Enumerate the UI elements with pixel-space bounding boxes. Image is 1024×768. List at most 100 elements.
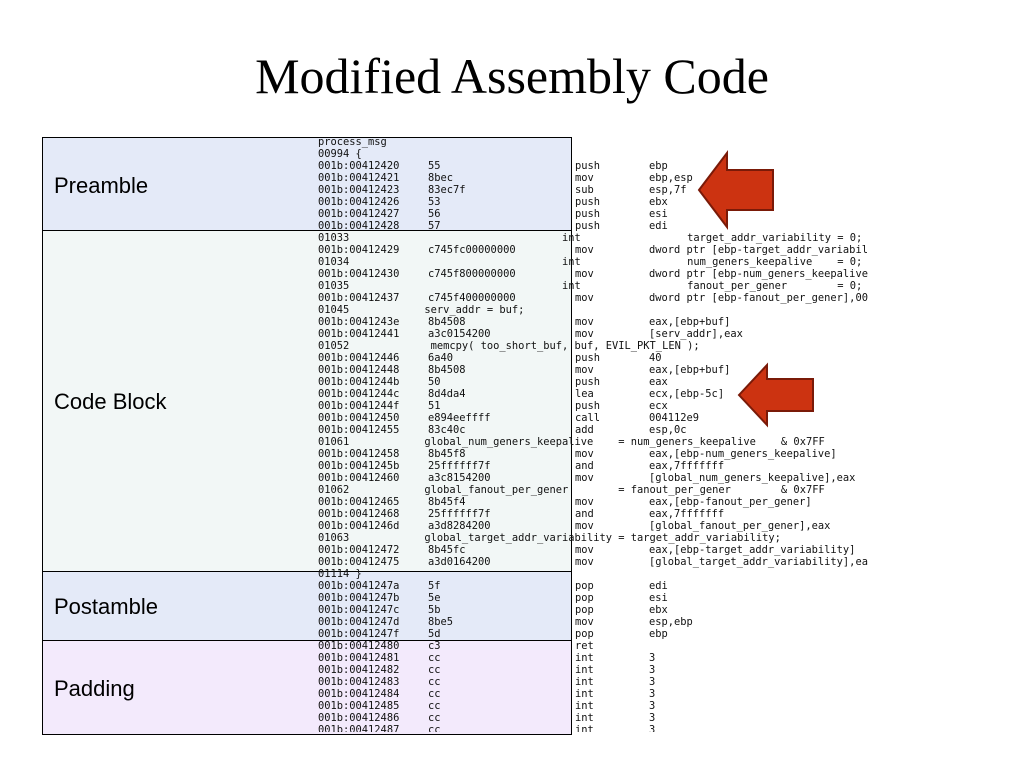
instruction-bytes: a3c0154200 <box>428 328 491 340</box>
instruction-operands: dword ptr [ebp-target_addr_variabil <box>649 244 868 256</box>
instruction-mnemonic: mov <box>575 172 594 184</box>
instruction-operands: dword ptr [ebp-num_geners_keepalive <box>649 268 868 280</box>
listing-line: 01033 int target_addr_variability = 0; <box>318 232 918 244</box>
instruction-bytes: 8b4508 <box>428 316 466 328</box>
instruction-mnemonic: pop <box>575 592 594 604</box>
listing-line: 01061 global_num_geners_keepalive = num_… <box>318 436 918 448</box>
instruction-mnemonic: mov <box>575 472 594 484</box>
section-label-padding: Padding <box>54 676 135 701</box>
instruction-mnemonic: pop <box>575 604 594 616</box>
instruction-address: 001b:00412448 <box>318 364 400 376</box>
instruction-mnemonic: int <box>575 664 594 676</box>
instruction-operands: esp,0c <box>649 424 687 436</box>
instruction-operands: eax,[ebp+buf] <box>649 316 731 328</box>
instruction-bytes: 83ec7f <box>428 184 466 196</box>
instruction-bytes: a3d0164200 <box>428 556 491 568</box>
instruction-operands: eax,7fffffff <box>649 508 725 520</box>
instruction-mnemonic: push <box>575 352 601 364</box>
instruction-bytes: 83c40c <box>428 424 466 436</box>
instruction-mnemonic: sub <box>575 184 594 196</box>
instruction-address: 001b:0041247b <box>318 592 400 604</box>
instruction-mnemonic: mov <box>575 364 594 376</box>
instruction-mnemonic: mov <box>575 520 594 532</box>
instruction-address: 001b:00412446 <box>318 352 400 364</box>
instruction-address: 001b:0041244f <box>318 400 400 412</box>
instruction-operands: ebp <box>649 160 668 172</box>
instruction-address: 001b:00412480 <box>318 640 400 652</box>
instruction-address: 001b:00412486 <box>318 712 400 724</box>
instruction-bytes: 25ffffff7f <box>428 460 491 472</box>
arrow-left-icon <box>737 362 814 428</box>
source-line-text: process_msg <box>318 136 387 148</box>
instruction-address: 001b:0041244b <box>318 376 400 388</box>
source-line-text: 01062 global_fanout_per_gener = fanout_p… <box>318 484 825 496</box>
instruction-bytes: 57 <box>428 220 441 232</box>
instruction-address: 001b:00412483 <box>318 676 400 688</box>
instruction-operands: dword ptr [ebp-fanout_per_gener],00 <box>649 292 868 304</box>
slide-title: Modified Assembly Code <box>255 48 769 104</box>
listing-line: 01052 memcpy( too_short_buf, buf, EVIL_P… <box>318 340 918 352</box>
instruction-address: 001b:00412450 <box>318 412 400 424</box>
instruction-operands: [global_target_addr_variability],ea <box>649 556 868 568</box>
instruction-bytes: 8b45f4 <box>428 496 466 508</box>
instruction-mnemonic: int <box>575 676 594 688</box>
instruction-operands: 3 <box>649 712 656 724</box>
instruction-address: 001b:00412430 <box>318 268 400 280</box>
section-label-preamble: Preamble <box>54 173 149 198</box>
instruction-mnemonic: int <box>575 652 594 664</box>
instruction-address: 001b:00412429 <box>318 244 400 256</box>
instruction-operands: eax <box>649 376 668 388</box>
instruction-mnemonic: push <box>575 208 601 220</box>
instruction-operands: 3 <box>649 664 656 676</box>
instruction-mnemonic: pop <box>575 580 594 592</box>
instruction-mnemonic: pop <box>575 628 594 640</box>
instruction-address: 001b:0041247d <box>318 616 400 628</box>
instruction-bytes: c745f800000000 <box>428 268 516 280</box>
section-label-postamble: Postamble <box>54 594 158 619</box>
instruction-bytes: 5f <box>428 580 441 592</box>
instruction-operands: ebp,esp <box>649 172 693 184</box>
instruction-address: 001b:00412437 <box>318 292 400 304</box>
instruction-mnemonic: int <box>575 688 594 700</box>
instruction-address: 001b:0041247a <box>318 580 400 592</box>
instruction-bytes: 51 <box>428 400 441 412</box>
instruction-operands: esi <box>649 592 668 604</box>
instruction-bytes: 8b4508 <box>428 364 466 376</box>
instruction-operands: eax,[ebp-num_geners_keepalive] <box>649 448 837 460</box>
instruction-bytes: 8b45f8 <box>428 448 466 460</box>
instruction-mnemonic: int <box>575 724 594 732</box>
instruction-bytes: cc <box>428 712 441 724</box>
instruction-address: 001b:00412458 <box>318 448 400 460</box>
section-preamble: Preamble <box>42 137 572 231</box>
instruction-bytes: cc <box>428 700 441 712</box>
instruction-bytes: e894eeffff <box>428 412 491 424</box>
source-line-text: 01114 } <box>318 568 362 580</box>
instruction-bytes: 6a40 <box>428 352 454 364</box>
instruction-address: 001b:00412487 <box>318 724 400 732</box>
instruction-operands: ebx <box>649 604 668 616</box>
section-label-code-block: Code Block <box>54 389 167 414</box>
instruction-bytes: c3 <box>428 640 441 652</box>
instruction-mnemonic: push <box>575 400 601 412</box>
instruction-bytes: cc <box>428 664 441 676</box>
source-line-text: 01035 int fanout_per_gener = 0; <box>318 280 863 292</box>
instruction-address: 001b:00412465 <box>318 496 400 508</box>
